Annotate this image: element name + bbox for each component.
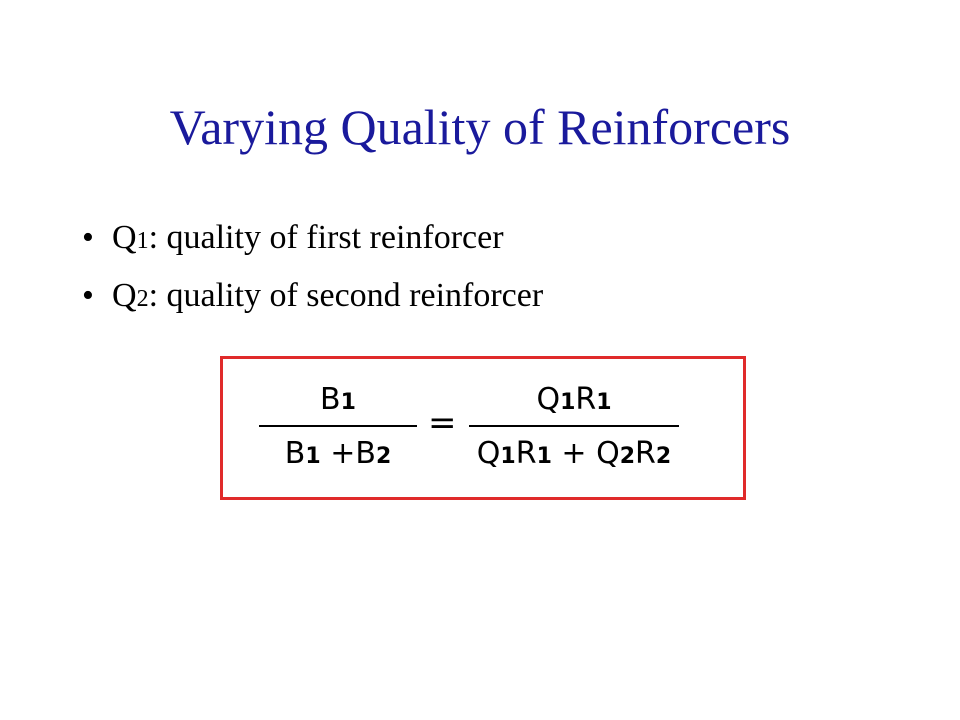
plus-operator: + — [320, 436, 356, 471]
right-fraction: Q1R1 Q1R1 + Q2R2 — [469, 381, 679, 473]
bullet-text: : quality of second reinforcer — [148, 277, 544, 314]
term-b: B — [355, 436, 376, 471]
term-b: B — [284, 436, 306, 471]
term-q: Q — [596, 436, 620, 471]
subscript: 1 — [536, 444, 552, 469]
bullet-subscript: 2 — [136, 286, 149, 312]
equation-box: B1 B1 +B2 = Q1R1 Q1R1 + Q2R2 — [220, 356, 746, 500]
slide-title: Varying Quality of Reinforcers — [169, 99, 791, 155]
bullet-subscript: 1 — [136, 228, 149, 254]
term-r: R — [635, 436, 656, 471]
term-r: R — [575, 382, 597, 417]
subscript: 1 — [596, 390, 612, 415]
subscript: 2 — [375, 444, 392, 469]
subscript: 2 — [619, 444, 636, 469]
left-numerator: B1 — [259, 381, 417, 419]
subscript: 1 — [305, 444, 321, 469]
bullet-marker: • — [82, 219, 94, 256]
fraction-bar — [469, 425, 679, 427]
fraction-bar — [259, 425, 417, 427]
term-q: Q — [476, 436, 501, 471]
right-denominator: Q1R1 + Q2R2 — [469, 435, 679, 473]
subscript: 1 — [500, 444, 516, 469]
subscript: 2 — [655, 444, 672, 469]
left-fraction: B1 B1 +B2 — [259, 381, 417, 473]
subscript: 1 — [340, 390, 356, 415]
matching-law-equation: B1 B1 +B2 = Q1R1 Q1R1 + Q2R2 — [223, 359, 743, 497]
bullet-symbol: Q — [112, 277, 137, 314]
term-q: Q — [536, 382, 561, 417]
left-denominator: B1 +B2 — [259, 435, 417, 473]
bullet-list: •Q1: quality of first reinforcer •Q2: qu… — [82, 218, 543, 334]
bullet-marker: • — [82, 277, 94, 314]
bullet-text: : quality of first reinforcer — [148, 219, 504, 256]
bullet-symbol: Q — [112, 219, 137, 256]
bullet-item-q2: • Q2: quality of second reinforcer — [82, 276, 543, 316]
subscript: 1 — [560, 390, 576, 415]
term-b: B — [320, 382, 341, 417]
term-r: R — [515, 436, 537, 471]
equals-sign: = — [428, 403, 457, 443]
right-numerator: Q1R1 — [469, 381, 679, 419]
bullet-item-q1: • Q1: quality of first reinforcer — [82, 218, 543, 258]
plus-operator: + — [551, 436, 597, 471]
